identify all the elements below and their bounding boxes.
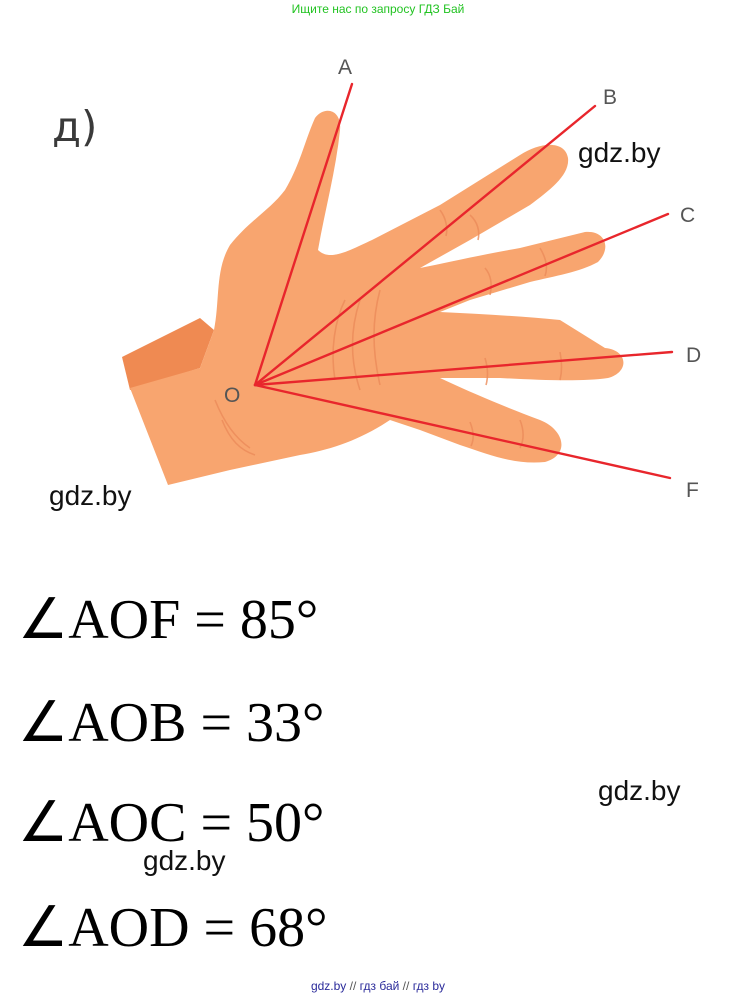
point-label-A: A xyxy=(338,56,352,79)
ray-OC xyxy=(253,212,670,387)
ray-OF xyxy=(253,383,672,480)
footer-separator: // xyxy=(349,979,357,993)
angle-rays xyxy=(253,82,674,480)
answer-angle-aof: ∠AOF = 85° xyxy=(18,589,319,651)
watermark: gdz.by xyxy=(49,480,132,511)
hand-angle-figure: A B C D F O xyxy=(122,56,701,502)
footer-separator: // xyxy=(402,979,410,993)
answer-angle-aod: ∠AOD = 68° xyxy=(18,897,328,959)
ray-OD xyxy=(253,350,674,387)
ray-OA xyxy=(253,82,354,387)
ray-OB xyxy=(253,104,597,387)
top-banner[interactable]: Ищите нас по запросу ГДЗ Бай xyxy=(291,2,465,16)
answer-angle-aoc: ∠AOC = 50° xyxy=(18,792,325,854)
item-label: д) xyxy=(52,102,98,151)
footer-link-gdz-bai[interactable]: гдз бай xyxy=(359,979,400,993)
point-label-B: B xyxy=(603,86,617,109)
point-label-D: D xyxy=(686,344,701,367)
point-label-F: F xyxy=(686,479,699,502)
watermark: gdz.by xyxy=(578,137,661,168)
point-label-O: O xyxy=(224,384,240,407)
footer-link-gdz-by[interactable]: gdz.by xyxy=(310,979,347,993)
watermark: gdz.by xyxy=(143,845,226,876)
footer-links: gdz.by // гдз бай // гдз by xyxy=(0,979,756,993)
hand-illustration xyxy=(122,110,624,485)
footer-link-gdz-by-mixed[interactable]: гдз by xyxy=(412,979,446,993)
point-label-C: C xyxy=(680,204,695,227)
answer-angle-aob: ∠AOB = 33° xyxy=(18,692,325,754)
watermark: gdz.by xyxy=(598,775,681,806)
